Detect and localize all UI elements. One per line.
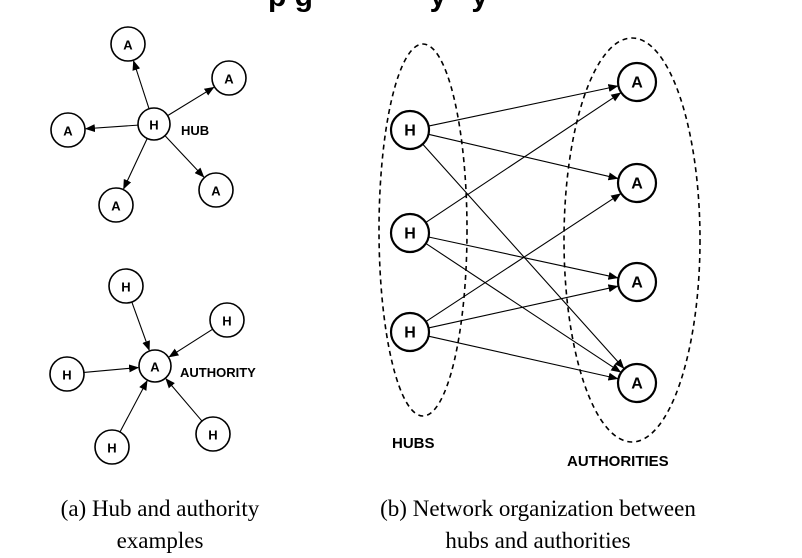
authority-edge-5 — [165, 378, 203, 422]
hub-example-authority-node-5: A — [198, 172, 234, 208]
authority-example-hub-node-3: H — [49, 356, 85, 392]
network-hub-node-2: H — [389, 212, 431, 254]
authorities-group-outline — [563, 37, 701, 443]
network-hub-node-3: H — [389, 311, 431, 353]
authority-edge-4 — [119, 380, 148, 433]
network-edge-9 — [428, 335, 619, 381]
hub-example-authority-node-2-circle — [211, 60, 247, 96]
authority-example-hub-node-5: H — [195, 416, 231, 452]
hub-example-authority-node-3: A — [50, 112, 86, 148]
authority-example-hub-node-3-circle — [49, 356, 85, 392]
authority-example-hub-node-5-circle — [195, 416, 231, 452]
network-edge-2 — [428, 133, 619, 181]
panel-b-caption-line1: (b) Network organization between — [380, 496, 696, 521]
authority-edge-2 — [168, 328, 213, 358]
hub-example-authority-node-1-letter: A — [123, 38, 133, 53]
network-authority-node-4-letter: A — [631, 376, 643, 393]
network-authority-node-1-letter: A — [631, 75, 643, 92]
authority-example-hub-node-1-letter: H — [121, 280, 130, 295]
panel-b-network-organization: H H H A A A A — [378, 37, 701, 443]
network-hub-node-2-letter: H — [404, 226, 416, 243]
network-edge-4 — [425, 92, 622, 223]
network-authority-node-4: A — [616, 362, 658, 404]
network-hub-node-3-circle — [389, 311, 431, 353]
hub-example-authority-node-5-circle — [198, 172, 234, 208]
network-hub-node-1-letter: H — [404, 123, 416, 140]
authority-example-hub-node-4: H — [94, 429, 130, 465]
network-authority-node-3: A — [616, 261, 658, 303]
authorities-label: AUTHORITIES — [567, 453, 669, 470]
hubs-group-outline — [378, 43, 468, 417]
hub-example-authority-node-3-circle — [50, 112, 86, 148]
network-nodes: H H H A A A A — [389, 61, 658, 404]
authority-example-hub-node-4-circle — [94, 429, 130, 465]
authority-example-center-node: A — [138, 349, 172, 383]
network-hub-node-2-circle — [389, 212, 431, 254]
network-edge-6 — [425, 243, 622, 373]
network-authority-node-3-circle — [616, 261, 658, 303]
hub-example-authority-node-1: A — [110, 26, 146, 62]
network-hub-node-1-circle — [389, 109, 431, 151]
hub-edge-5 — [164, 135, 205, 178]
panel-b-caption-line2: hubs and authorities — [445, 528, 630, 553]
hub-example-authority-node-4-circle — [98, 187, 134, 223]
network-edge-8 — [428, 284, 619, 329]
hub-example-authority-node-4-letter: A — [111, 199, 121, 214]
hub-example-authority-node-2-letter: A — [224, 72, 234, 87]
hub-example-center-node-circle — [137, 107, 171, 141]
authority-example-hub-node-2: H — [209, 302, 245, 338]
hub-edge-1 — [132, 60, 150, 109]
authority-example-center-node-letter: A — [150, 360, 160, 375]
authority-example-hub-node-5-letter: H — [208, 428, 217, 443]
authority-edge-1 — [131, 301, 150, 351]
panel-a-caption-line1: (a) Hub and authority — [61, 496, 260, 521]
hub-example-authority-node-1-circle — [110, 26, 146, 62]
authority-edge-3 — [83, 364, 140, 374]
hub-example-center-node: H — [137, 107, 171, 141]
hub-example-center-node-letter: H — [149, 118, 158, 133]
panel-a-hub-authority-examples: H A A A A A A H H H H H — [49, 26, 247, 465]
authority-example-hub-node-1: H — [108, 268, 144, 304]
network-authority-node-3-letter: A — [631, 275, 643, 292]
network-authority-node-1-circle — [616, 61, 658, 103]
hub-example-authority-node-3-letter: A — [63, 124, 73, 139]
hub-example-authority-node-5-letter: A — [211, 184, 221, 199]
authority-example-hub-node-1-circle — [108, 268, 144, 304]
network-authority-node-2: A — [616, 162, 658, 204]
hub-edge-4 — [123, 138, 148, 190]
hub-label: HUB — [181, 123, 209, 138]
authority-example-hub-node-2-letter: H — [222, 314, 231, 329]
network-edge-7 — [425, 193, 622, 323]
authority-example-hub-node-4-letter: H — [107, 441, 116, 456]
hub-example-authority-node-2: A — [211, 60, 247, 96]
network-edge-3 — [422, 143, 625, 369]
authority-example-hub-node-3-letter: H — [62, 368, 71, 383]
network-hub-node-3-letter: H — [404, 325, 416, 342]
hub-edge-3 — [84, 124, 139, 133]
network-hub-node-1: H — [389, 109, 431, 151]
authority-label: AUTHORITY — [180, 365, 256, 380]
network-authority-node-4-circle — [616, 362, 658, 404]
network-authority-node-2-circle — [616, 162, 658, 204]
network-edge-1 — [428, 84, 619, 127]
hub-example-authority-node-4: A — [98, 187, 134, 223]
hubs-label: HUBS — [392, 435, 435, 452]
hub-edge-2 — [167, 86, 215, 117]
authority-example-hub-node-2-circle — [209, 302, 245, 338]
authority-example-center-node-circle — [138, 349, 172, 383]
panel-a-caption-line2: examples — [117, 528, 204, 553]
cut-off-title: p g y y — [268, 0, 488, 13]
network-authority-node-1: A — [616, 61, 658, 103]
hub-to-authority-edges — [422, 84, 625, 381]
network-authority-node-2-letter: A — [631, 176, 643, 193]
